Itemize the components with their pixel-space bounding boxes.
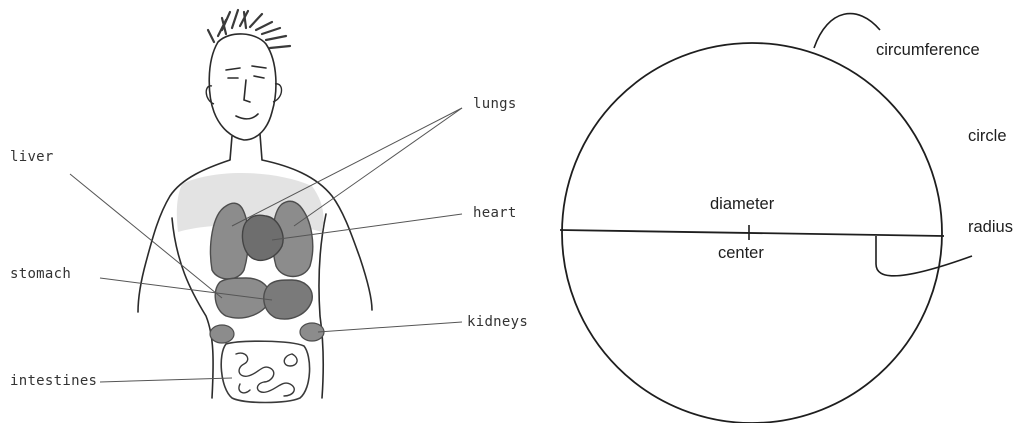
center-label: center: [718, 245, 764, 262]
radius-leader: [876, 236, 972, 276]
diameter-label: diameter: [710, 196, 774, 213]
circumference-label: circumference: [876, 42, 980, 59]
radius-label: radius: [968, 219, 1013, 236]
circumference-leader: [814, 14, 880, 48]
circle-label: circle: [968, 128, 1007, 145]
diameter-line: [560, 230, 944, 236]
